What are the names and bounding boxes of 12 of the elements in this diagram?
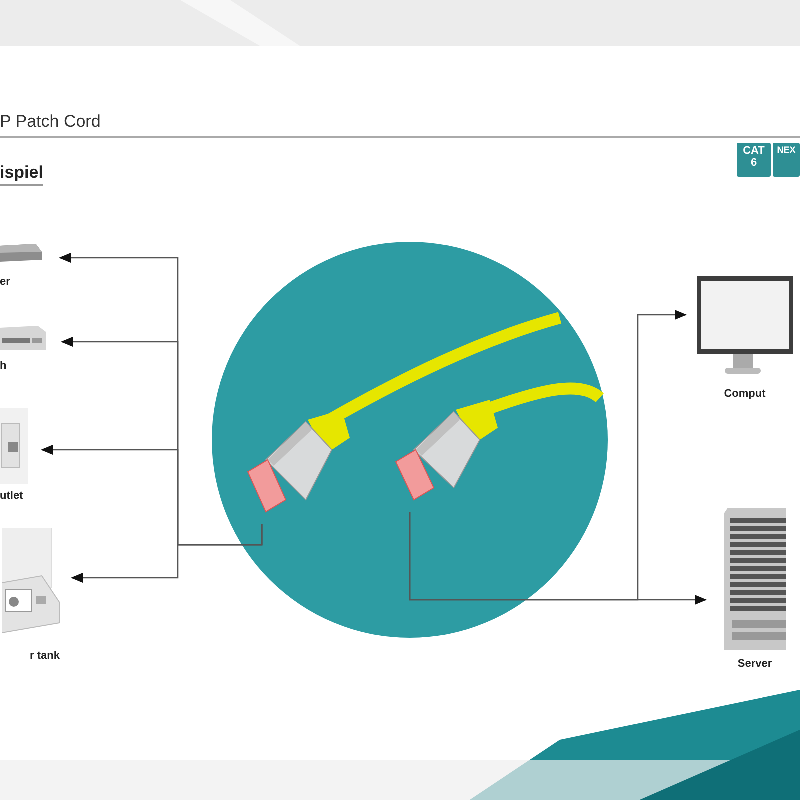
section-heading: ispiel bbox=[0, 163, 44, 186]
page-title: P Patch Cord bbox=[0, 112, 101, 132]
connector-arrow bbox=[71, 524, 263, 583]
device-label: er bbox=[0, 276, 10, 288]
device-label: Comput bbox=[724, 388, 766, 400]
category-badge: CAT 6 bbox=[737, 143, 771, 177]
device-label: r tank bbox=[30, 650, 60, 662]
category-badge: NEX bbox=[773, 143, 800, 177]
device-label: Server bbox=[738, 658, 772, 670]
device-label: utlet bbox=[0, 490, 24, 502]
device-label: h bbox=[0, 360, 7, 372]
connector-arrow bbox=[409, 512, 707, 605]
